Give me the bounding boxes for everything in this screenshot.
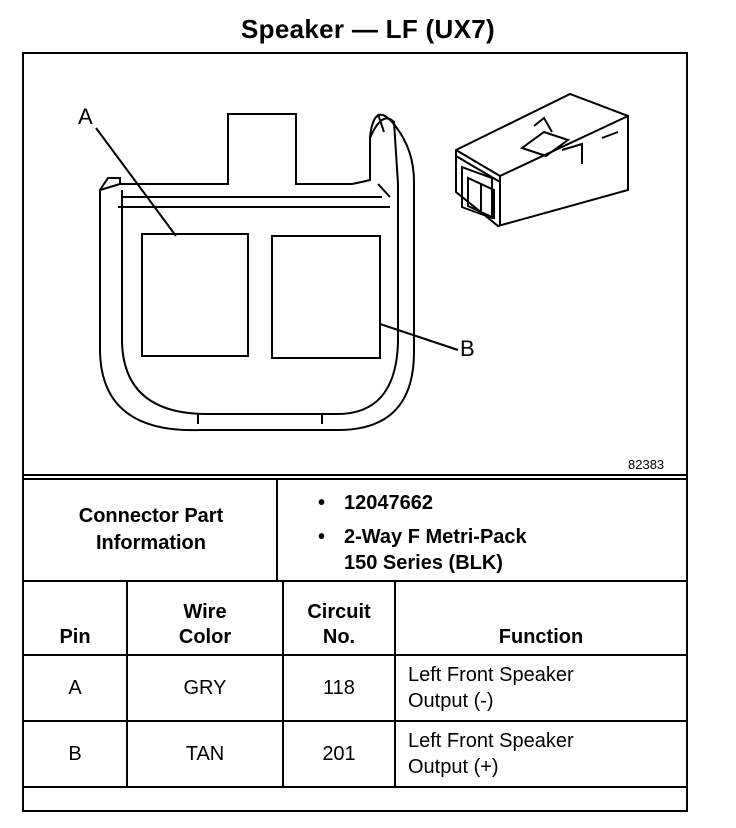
connector-description-line2: 150 Series (BLK) [344,552,503,574]
header-wire-color-line1: Wire [183,601,227,623]
circuit-cell: 201 [282,720,396,788]
circuit-cell: 118 [282,654,396,722]
function-cell: Left Front Speaker Output (+) [394,720,688,788]
connector-info-label-line2: Information [96,532,206,554]
function-line2: Output (+) [408,756,499,778]
header-circuit-line2: No. [322,626,356,648]
header-circuit-line1: Circuit [307,601,371,623]
callout-b-leader [379,323,459,351]
connector-description-line1: 2-Way F Metri-Pack [344,526,527,548]
diagram-frame [22,52,688,812]
header-circuit: Circuit No. [282,580,396,656]
cavity-a [141,233,249,357]
function-line1: Left Front Speaker [408,664,574,686]
connector-face-inner-rim [121,184,399,416]
table-row: A GRY 118 Left Front Speaker Output (-) [22,654,688,722]
function-line1: Left Front Speaker [408,730,574,752]
connector-face-outline [99,113,415,432]
connector-info-label-line1: Connector Part [78,505,224,527]
connector-info-label: Connector Part Information [24,482,278,578]
latch-tab [369,117,399,185]
header-wire-color-line2: Color [178,626,232,648]
connector-info-list: 12047662 2-Way F Metri-Pack 150 Series (… [318,490,527,576]
section-divider [22,478,688,480]
callout-a-leader [95,127,177,237]
callout-a-label: A [78,104,93,129]
header-pin: Pin [22,580,128,656]
callout-b-label: B [460,336,475,361]
connector-description: 2-Way F Metri-Pack 150 Series (BLK) [318,524,527,576]
info-column-divider [276,478,278,582]
wire-color-cell: GRY [126,654,284,722]
pin-cell: A [22,654,128,722]
function-line2: Output (-) [408,690,494,712]
table-header-row: Pin Wire Color Circuit No. Function [22,580,688,656]
function-cell: Left Front Speaker Output (-) [394,654,688,722]
figure-number: 82383 [628,457,665,472]
table-row: B TAN 201 Left Front Speaker Output (+) [22,720,688,788]
cavity-b [271,235,381,359]
header-function: Function [394,580,688,656]
header-wire-color: Wire Color [126,580,284,656]
wire-color-cell: TAN [126,720,284,788]
connector-drawing [22,92,688,476]
pinout-table: Pin Wire Color Circuit No. Function A GR… [22,580,688,788]
isometric-connector [455,92,629,228]
pin-cell: B [22,720,128,788]
part-number: 12047662 [318,490,527,516]
diagram-title: Speaker — LF (UX7) [241,14,495,44]
